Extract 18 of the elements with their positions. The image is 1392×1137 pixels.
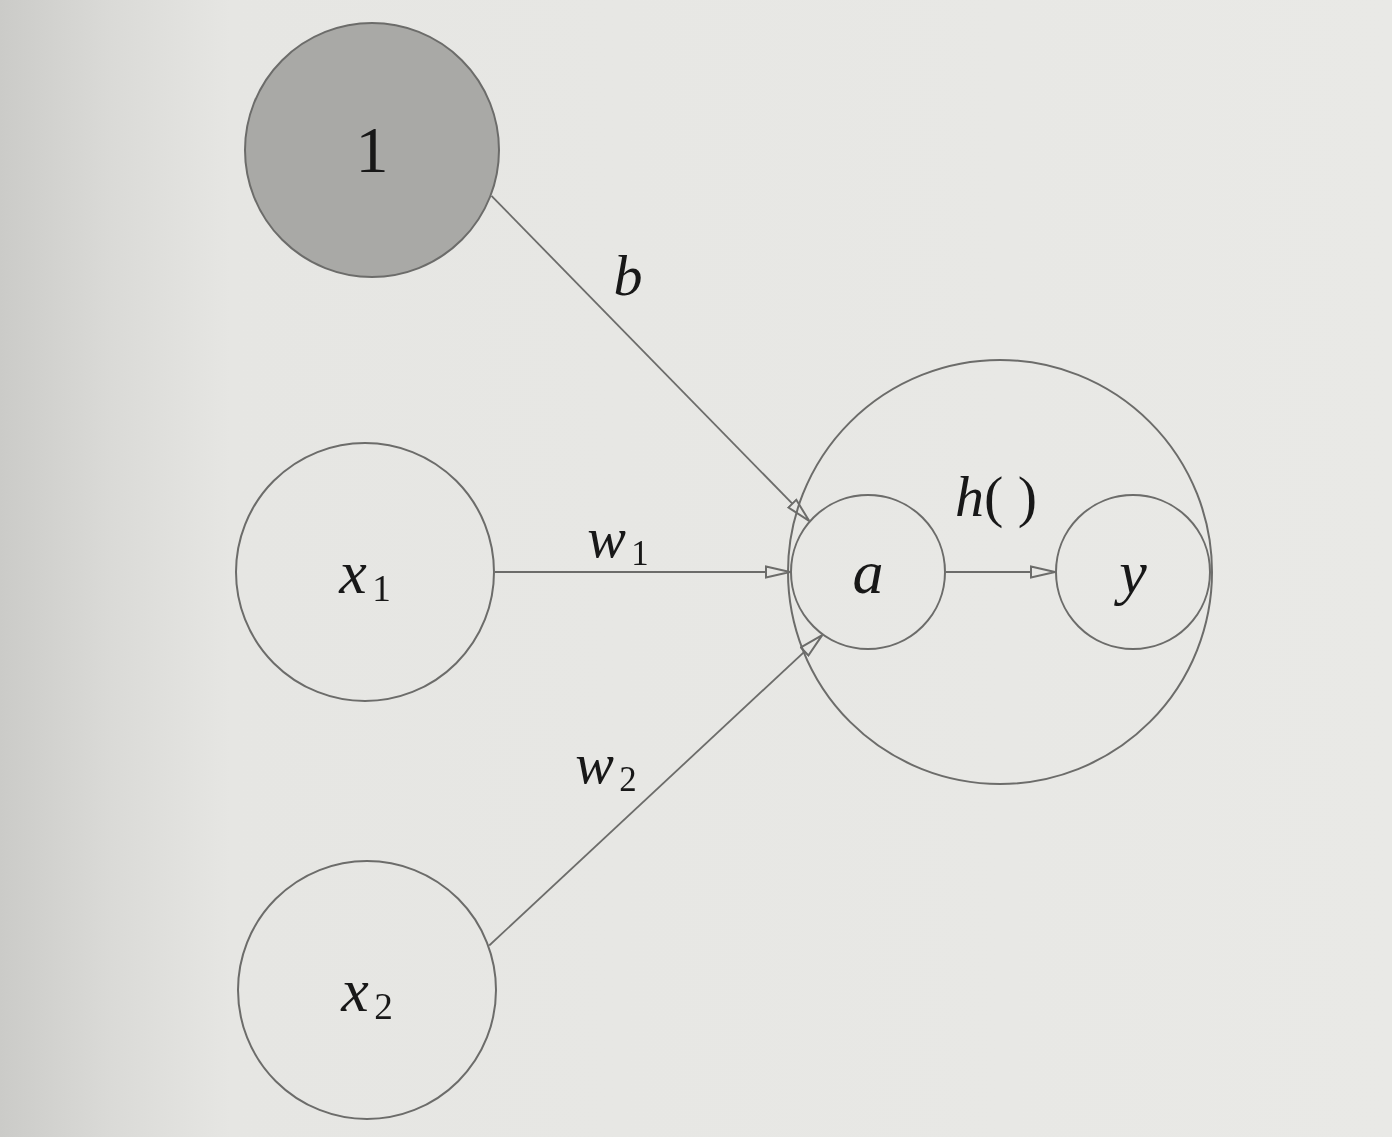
neuron-circle [1055,494,1211,650]
neuron-outline [787,359,1213,785]
node-label: x$_{2}$ [339,954,394,1029]
neuron-circle [237,860,497,1120]
node-label: x$_{1}$ [337,536,392,611]
edge-label: b [612,242,644,311]
edge-label: h( ) [953,463,1039,532]
neuron-circle [790,494,946,650]
arrow [945,565,1056,579]
arrow [494,565,791,579]
arrow [490,195,811,522]
edge-label: w$_{2}$ [574,730,638,801]
neuron-circle [235,442,495,702]
node-label: a [851,536,885,608]
node-label: 1 [354,112,390,189]
arrow [488,634,824,947]
edge-label: w$_{1}$ [586,504,650,575]
node-label: y [1110,531,1156,613]
